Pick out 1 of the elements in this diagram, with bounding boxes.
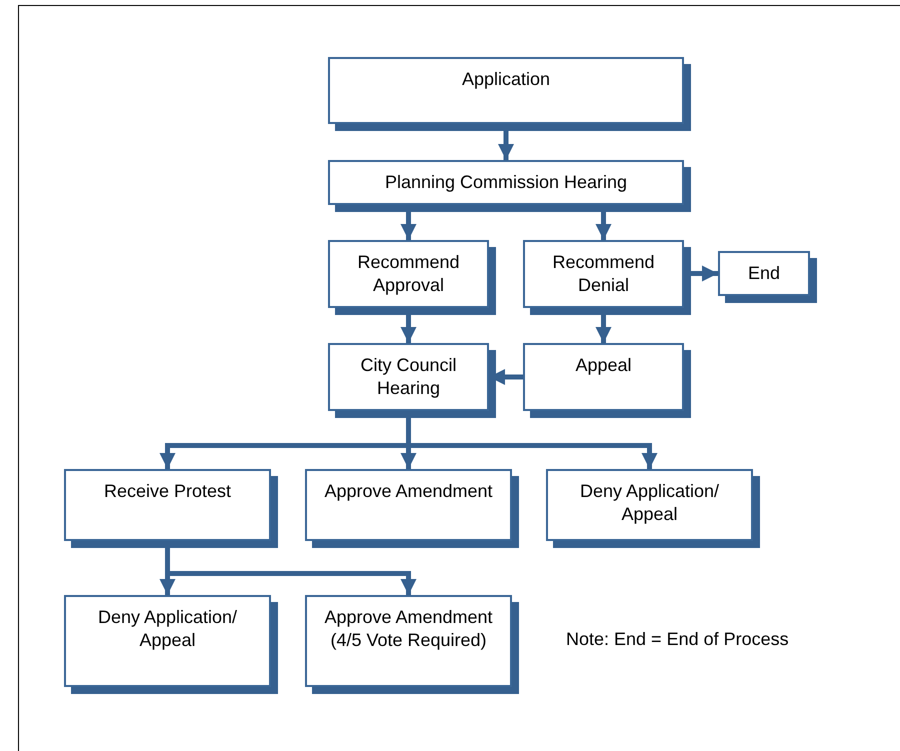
note-text: Note: End = End of Process: [566, 629, 789, 650]
